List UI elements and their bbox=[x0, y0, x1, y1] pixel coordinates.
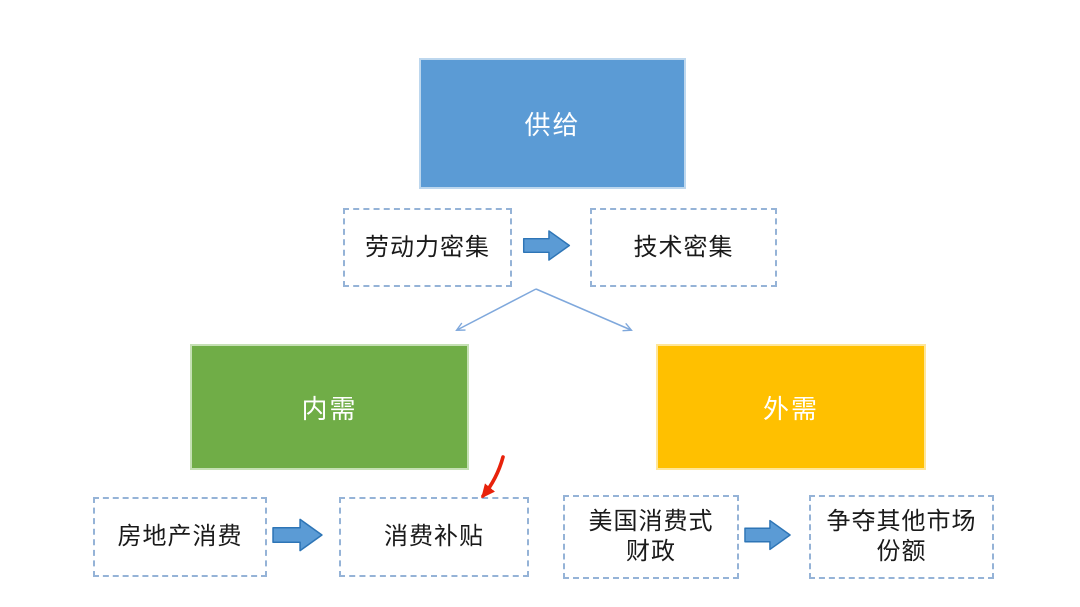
consumption-subsidy-box: 消费补贴 bbox=[339, 497, 529, 577]
us-consumption-fiscal-box: 美国消费式 财政 bbox=[563, 495, 739, 579]
external-demand-label: 外需 bbox=[762, 394, 819, 424]
market-share-box: 争夺其他市场 份额 bbox=[809, 495, 994, 579]
market-share-label: 争夺其他市场 份额 bbox=[826, 509, 977, 565]
external-demand-box: 外需 bbox=[656, 344, 926, 470]
block-arrow-usfiscal-to-market-icon bbox=[744, 519, 791, 551]
block-arrow-realestate-to-subsidy-icon bbox=[272, 518, 323, 552]
labor-intensive-label: 劳动力密集 bbox=[365, 234, 490, 261]
domestic-demand-label: 内需 bbox=[301, 394, 358, 424]
us-consumption-fiscal-label: 美国消费式 财政 bbox=[588, 509, 714, 565]
supply-label: 供给 bbox=[524, 111, 581, 140]
branch-arrows-icon bbox=[440, 288, 650, 337]
red-annotation-arrow-icon bbox=[481, 455, 505, 499]
tech-intensive-box: 技术密集 bbox=[590, 208, 777, 287]
block-arrow-labor-to-tech-icon bbox=[522, 230, 571, 261]
tech-intensive-label: 技术密集 bbox=[633, 234, 734, 261]
supply-box: 供给 bbox=[419, 58, 686, 189]
labor-intensive-box: 劳动力密集 bbox=[343, 208, 512, 287]
domestic-demand-box: 内需 bbox=[190, 344, 469, 470]
real-estate-consumption-label: 房地产消费 bbox=[117, 524, 243, 550]
consumption-subsidy-label: 消费补贴 bbox=[384, 524, 484, 550]
real-estate-consumption-box: 房地产消费 bbox=[93, 497, 267, 577]
